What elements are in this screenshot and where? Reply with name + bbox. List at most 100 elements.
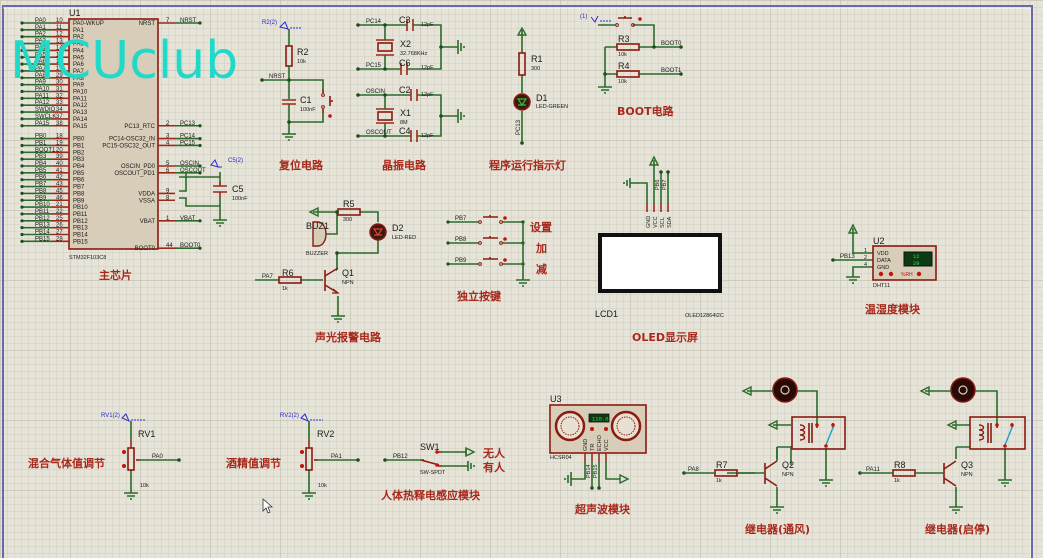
relay-circuit-2[interactable]: PA11 R8 1k Q3 NPN <box>858 377 1026 514</box>
mcu-pin-terminal[interactable] <box>20 184 24 189</box>
mcu-left-pin-name: PA12 <box>73 103 88 109</box>
boot-button[interactable] <box>615 16 642 27</box>
mcu-pin-terminal[interactable] <box>20 143 24 148</box>
mcu-left-pin-name: PB14 <box>73 233 88 239</box>
ultrasonic-sensor-u3[interactable]: U3 110.0 GND TR ECHO VCC HCSR04 PB14 PB1… <box>549 394 647 490</box>
pir-switch-sw1[interactable]: PB12 SW1 SW-SPDT 无人 有人 <box>383 442 506 476</box>
section-title-boot: BOOT电路 <box>617 104 675 118</box>
mcu-pin-terminal[interactable] <box>20 55 24 59</box>
mcu-pin-terminal[interactable] <box>20 69 24 73</box>
sheet-border-inner <box>3 7 1031 558</box>
run-led-circuit[interactable]: R1 300 D1 LED-GREEN PC13 <box>513 26 568 145</box>
mcu-pin-terminal[interactable] <box>198 171 202 175</box>
mcu-pin-terminal[interactable] <box>198 137 202 141</box>
relay-circuit-1[interactable]: PA8 R7 1k Q2 NPN <box>682 377 846 514</box>
reset-circuit[interactable]: R2(2) R2 10k NRST C1 100nF <box>260 20 333 141</box>
mcu-pin-terminal[interactable] <box>20 157 24 161</box>
key-net-label: PB8 <box>455 237 467 243</box>
mcu-pin-terminal[interactable] <box>20 124 24 128</box>
r3-net: BOOT0 <box>661 41 682 47</box>
mcu-pin-terminal[interactable] <box>20 110 24 114</box>
r7-net: PA8 <box>688 467 700 473</box>
mcu-pin-terminal[interactable] <box>20 191 24 195</box>
rv1-value: 10k <box>140 483 149 489</box>
section-title-relay1: 继电器(通风) <box>745 522 810 536</box>
u3-display-value: 110.0 <box>592 416 609 423</box>
sw1-net: PB12 <box>393 454 408 460</box>
mcu-pin-terminal[interactable] <box>20 178 24 182</box>
mcu-pin-terminal[interactable] <box>20 76 24 80</box>
q2-ref: Q2 <box>782 460 794 470</box>
section-title-crystal: 晶振电路 <box>382 158 427 172</box>
rv1-probe-label: RV1(2) <box>101 413 120 419</box>
r7-value: 1k <box>716 478 722 484</box>
mcu-pin-terminal[interactable] <box>20 62 24 66</box>
section-title-alarm: 声光报警电路 <box>314 330 382 344</box>
mcu-pin-terminal[interactable] <box>20 137 24 141</box>
mcu-pin-terminal[interactable] <box>20 35 24 39</box>
d1-net: PC13 <box>516 119 522 135</box>
section-title-mcu: 主芯片 <box>99 268 132 282</box>
dht-temp: 12 <box>913 253 920 260</box>
mcu-pin-terminal[interactable] <box>198 219 202 223</box>
mcu-left-pin-number: 41 <box>56 168 63 174</box>
mcu-pin-terminal[interactable] <box>20 96 24 100</box>
r2-value: 10k <box>297 59 306 65</box>
mcu-right-net-label: OSCOUT <box>180 168 206 174</box>
mcu-pin-terminal[interactable] <box>198 21 202 25</box>
mcu-pin-terminal[interactable] <box>20 226 24 230</box>
mcu-pin-terminal[interactable] <box>20 205 24 209</box>
mcu-pin-terminal[interactable] <box>20 219 24 223</box>
alarm-circuit[interactable]: R5 300 BUZ1 BUZZER D2 LED-RED R6 1k PA7 … <box>255 199 416 323</box>
mcu-pin-terminal[interactable] <box>20 89 24 94</box>
mcu-pin-terminal[interactable] <box>198 246 202 250</box>
mcu-right-net-label: VBAT <box>180 216 196 222</box>
mcu-left-pin-name: PB10 <box>73 205 88 211</box>
mcu-pin-terminal[interactable] <box>198 143 202 148</box>
mcu-right-net-label: BOOT0 <box>180 243 201 249</box>
mcu-pin-terminal[interactable] <box>20 103 24 107</box>
capacitor-c5[interactable]: C5(2) C5 100nF <box>179 158 248 227</box>
mcu-pin-terminal[interactable] <box>20 232 24 237</box>
boot-circuit[interactable]: (1) R3 10k R4 10k BOOT0 BOOT1 <box>580 14 683 94</box>
mcu-left-net-label: PB11 <box>35 209 50 215</box>
u3-value: HCSR04 <box>550 455 572 461</box>
d2-ref: D2 <box>392 223 404 233</box>
mcu-pin-terminal[interactable] <box>20 198 24 202</box>
potentiometer-rv2[interactable]: RV2(2) RV2 PA1 10k <box>280 413 360 500</box>
mcu-pin-terminal[interactable] <box>20 117 24 121</box>
mcu-left-net-label: PB10 <box>35 202 50 208</box>
mcu-pin-terminal[interactable] <box>20 212 24 216</box>
dht11-sensor[interactable]: PB13 1 2 4 VDD DATA GND 12 29 %RH U2 DHT… <box>831 223 937 289</box>
oled-display[interactable]: PB6 PB7 GND VCC SCL SDA LCD1 OLED12864I2… <box>595 155 724 319</box>
mcu-left-pin-name: PB0 <box>73 137 85 143</box>
mcu-pin-terminal[interactable] <box>20 239 24 243</box>
mcu-pin-terminal[interactable] <box>20 48 24 53</box>
potentiometer-rv1[interactable]: RV1(2) RV1 PA0 10k <box>101 413 181 500</box>
mcu-pin-terminal[interactable] <box>20 150 24 154</box>
mcu-pin-terminal[interactable] <box>20 28 24 32</box>
reset-button[interactable] <box>321 89 333 118</box>
mcu-left-pin-name: PA10 <box>73 90 88 96</box>
mcu-left-pin-number: 25 <box>56 216 63 222</box>
rv2-ref: RV2 <box>317 429 334 439</box>
mcu-right-pin-number: 5 <box>166 161 170 167</box>
mcu-pin-terminal[interactable] <box>20 41 24 46</box>
mcu-pin-terminal[interactable] <box>198 124 202 128</box>
mcu-left-pin-name: PA2 <box>73 35 85 41</box>
mcu-pin-terminal[interactable] <box>20 164 24 168</box>
mcu-pin-terminal[interactable] <box>20 21 24 25</box>
mcu-pin-terminal[interactable] <box>198 164 202 168</box>
mcu-left-net-label: PB12 <box>35 216 50 222</box>
mcu-pin-terminal[interactable] <box>20 83 24 87</box>
rv1-ref: RV1 <box>138 429 155 439</box>
r6-ref: R6 <box>282 268 294 278</box>
mcu-pin-terminal[interactable] <box>20 171 24 175</box>
crystal-circuit[interactable]: PC14 PC15 C3 12pF X2 32.768KHz C6 12pF O… <box>356 15 465 142</box>
